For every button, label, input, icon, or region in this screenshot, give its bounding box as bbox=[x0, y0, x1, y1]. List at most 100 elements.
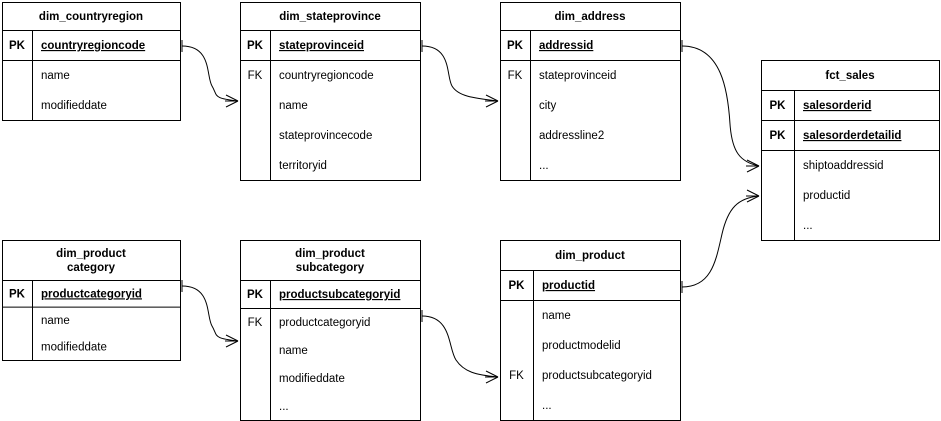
column-name: addressid bbox=[539, 40, 593, 52]
table-row[interactable]: shiptoaddressid bbox=[803, 160, 884, 172]
table-row[interactable]: ... bbox=[539, 160, 549, 172]
table-row[interactable]: FK productsubcategoryid bbox=[509, 370, 652, 382]
column-name: ... bbox=[539, 160, 549, 172]
cardinality-many-marker bbox=[485, 370, 499, 384]
cardinality-many-marker bbox=[225, 334, 239, 348]
fk-badge: FK bbox=[248, 317, 263, 329]
table-border bbox=[240, 2, 421, 181]
column-name: productsubcategoryid bbox=[542, 370, 652, 382]
column-name: ... bbox=[803, 220, 813, 232]
table-title: dim_stateprovince bbox=[279, 11, 381, 23]
column-name: stateprovinceid bbox=[279, 40, 364, 52]
column-name: productid bbox=[803, 190, 850, 202]
cardinality-many-marker bbox=[485, 94, 499, 108]
table-row[interactable]: name bbox=[41, 315, 70, 327]
relationship-links-layer bbox=[181, 40, 760, 384]
table-title: dim_countryregion bbox=[39, 11, 143, 23]
relationship-product-to-fctsales bbox=[681, 189, 760, 293]
table-row[interactable]: PK productid bbox=[509, 280, 596, 292]
pk-badge: PK bbox=[9, 288, 26, 300]
column-name: stateprovinceid bbox=[539, 70, 616, 82]
fk-badge: FK bbox=[509, 370, 524, 382]
table-row[interactable]: PK addressid bbox=[507, 40, 593, 52]
column-name: name bbox=[41, 315, 70, 327]
fk-badge: FK bbox=[248, 70, 263, 82]
column-name: city bbox=[539, 100, 557, 112]
table-row[interactable]: PK salesorderdetailid bbox=[770, 130, 902, 142]
table-row[interactable]: PK productsubcategoryid bbox=[247, 289, 400, 301]
column-name: modifieddate bbox=[41, 342, 107, 354]
column-name: ... bbox=[542, 400, 552, 412]
table-title: dim_address bbox=[555, 11, 626, 23]
relationship-line bbox=[181, 45, 239, 102]
relationship-stateprovince-to-address bbox=[421, 40, 499, 108]
table-row[interactable]: stateprovincecode bbox=[279, 130, 372, 142]
relationship-line bbox=[681, 195, 760, 288]
cardinality-many-marker bbox=[746, 189, 760, 203]
table-row[interactable]: modifieddate bbox=[41, 342, 107, 354]
table-border bbox=[500, 2, 681, 181]
relationship-address-to-fctsales bbox=[681, 40, 760, 173]
column-name: productcategoryid bbox=[279, 317, 370, 329]
column-name: addressline2 bbox=[539, 130, 604, 142]
column-name: territoryid bbox=[279, 160, 327, 172]
column-name: name bbox=[279, 100, 308, 112]
table-row[interactable]: FK stateprovinceid bbox=[508, 70, 617, 82]
table-title: category bbox=[67, 262, 116, 274]
pk-badge: PK bbox=[770, 130, 787, 142]
relationship-line bbox=[181, 285, 239, 342]
table-row[interactable]: productid bbox=[803, 190, 850, 202]
relationship-line bbox=[681, 45, 760, 167]
table-row[interactable]: ... bbox=[279, 401, 289, 413]
table-row[interactable]: addressline2 bbox=[539, 130, 604, 142]
column-name: stateprovincecode bbox=[279, 130, 372, 142]
pk-badge: PK bbox=[247, 289, 264, 301]
column-name: salesorderid bbox=[803, 100, 871, 112]
column-name: productsubcategoryid bbox=[279, 289, 400, 301]
table-border bbox=[500, 240, 681, 421]
column-name: modifieddate bbox=[41, 100, 107, 112]
table-title: dim_product bbox=[295, 248, 365, 260]
relationship-line bbox=[421, 45, 499, 102]
column-name: productmodelid bbox=[542, 340, 621, 352]
column-name: productid bbox=[542, 280, 595, 292]
table-row[interactable]: name bbox=[279, 345, 308, 357]
table-row[interactable]: city bbox=[539, 100, 557, 112]
table-row[interactable]: modifieddate bbox=[41, 100, 107, 112]
column-name: salesorderdetailid bbox=[803, 130, 901, 142]
table-row[interactable]: name bbox=[41, 70, 70, 82]
table-row[interactable]: ... bbox=[542, 400, 552, 412]
pk-badge: PK bbox=[509, 280, 526, 292]
column-name: ... bbox=[279, 401, 289, 413]
fk-badge: FK bbox=[508, 70, 523, 82]
column-name: shiptoaddressid bbox=[803, 160, 884, 172]
table-title: fct_sales bbox=[825, 70, 874, 82]
table-row[interactable]: territoryid bbox=[279, 160, 327, 172]
column-name: name bbox=[41, 70, 70, 82]
pk-badge: PK bbox=[507, 40, 524, 52]
table-row[interactable]: name bbox=[542, 310, 571, 322]
column-name: modifieddate bbox=[279, 373, 345, 385]
relationship-productcategory-to-subcategory bbox=[181, 280, 239, 348]
table-row[interactable]: ... bbox=[803, 220, 813, 232]
table-row[interactable]: name bbox=[279, 100, 308, 112]
table-row[interactable]: FK productcategoryid bbox=[248, 317, 371, 329]
table-row[interactable]: modifieddate bbox=[279, 373, 345, 385]
relationship-line bbox=[421, 315, 499, 378]
table-row[interactable]: productmodelid bbox=[542, 340, 621, 352]
column-name: name bbox=[542, 310, 571, 322]
